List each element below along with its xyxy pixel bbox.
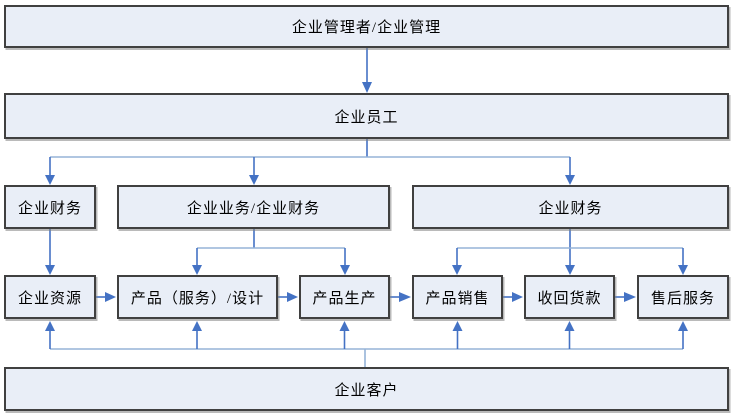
node-production-label: 产品生产 (312, 290, 377, 307)
node-enterprise-management: 企业管理者/企业管理 (4, 5, 729, 48)
node-product-service-design-label: 产品（服务）/设计 (130, 290, 265, 307)
edge-finance-resources (45, 229, 55, 275)
edge-finance-right-split (452, 229, 688, 275)
node-after-sales-service-label: 售后服务 (650, 290, 715, 307)
node-enterprise-resources: 企业资源 (4, 275, 96, 319)
node-enterprise-staff-label: 企业员工 (334, 109, 399, 126)
node-enterprise-staff: 企业员工 (4, 93, 729, 139)
node-finance-left: 企业财务 (4, 185, 96, 229)
edge-staff-departments (45, 139, 575, 185)
node-enterprise-customers-label: 企业客户 (334, 382, 399, 399)
node-after-sales-service: 售后服务 (637, 275, 729, 319)
edge-management-staff (362, 48, 372, 93)
node-enterprise-customers: 企业客户 (4, 367, 729, 411)
edge-business-split (192, 229, 350, 275)
node-enterprise-resources-label: 企业资源 (17, 290, 82, 307)
node-finance-right-label: 企业财务 (538, 200, 603, 217)
node-production: 产品生产 (299, 275, 390, 319)
node-product-service-design: 产品（服务）/设计 (117, 275, 278, 319)
node-product-sales-label: 产品销售 (425, 290, 490, 307)
edge-customers-feedback (45, 321, 688, 367)
node-finance-left-label: 企业财务 (17, 200, 82, 217)
node-enterprise-management-label: 企业管理者/企业管理 (291, 20, 442, 36)
node-business-and-finance: 企业业务/企业财务 (117, 185, 390, 229)
node-collect-payment: 收回货款 (524, 275, 615, 319)
node-finance-right: 企业财务 (412, 185, 729, 229)
node-collect-payment-label: 收回货款 (537, 290, 602, 307)
node-business-and-finance-label: 企业业务/企业财务 (186, 200, 321, 217)
node-product-sales: 产品销售 (412, 275, 503, 319)
